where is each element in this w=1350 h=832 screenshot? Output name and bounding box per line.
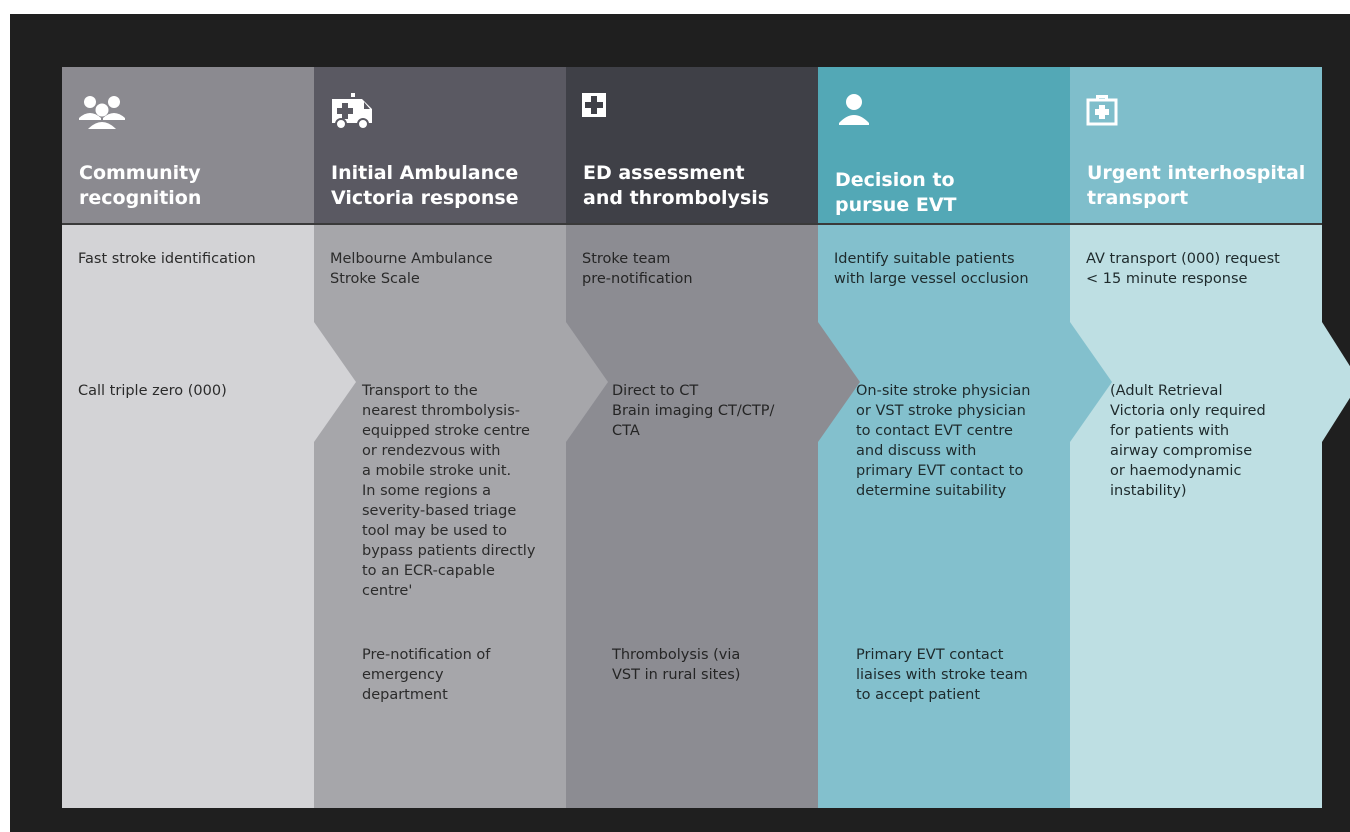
column-header: Initial Ambulance Victoria response — [314, 67, 566, 225]
header-divider — [1070, 223, 1322, 225]
step-detail-text: Direct to CT Brain imaging CT/CTP/ CTA — [612, 383, 775, 439]
stroke-pathway-diagram: Community recognition Fast stroke identi… — [62, 67, 1350, 808]
flow-arrow-2 — [566, 322, 608, 442]
diagram-frame: Community recognition Fast stroke identi… — [10, 14, 1350, 832]
column-title: Community recognition — [79, 162, 202, 209]
column-header: Urgent interhospital transport — [1070, 67, 1322, 225]
flow-arrow-1 — [314, 322, 356, 442]
flow-arrow-5 — [1322, 322, 1350, 442]
column-title: Decision to pursue EVT — [835, 169, 957, 216]
column-ed-assessment: ED assessment and thrombolysis Stroke te… — [566, 67, 818, 808]
community-people-icon — [78, 93, 125, 131]
step-detail-text: On-site stroke physician or VST stroke p… — [856, 383, 1031, 499]
column-title: Initial Ambulance Victoria response — [331, 162, 519, 209]
header-divider — [566, 223, 818, 225]
column-body: Identify suitable patients with large ve… — [818, 225, 1070, 808]
column-header: Community recognition — [62, 67, 314, 225]
step-primary-text: AV transport (000) request < 15 minute r… — [1086, 251, 1280, 287]
column-community-recognition: Community recognition Fast stroke identi… — [62, 67, 314, 808]
step-detail-text: Call triple zero (000) — [78, 383, 227, 399]
column-body: Melbourne Ambulance Stroke Scale Transpo… — [314, 225, 566, 808]
column-decision-evt: Decision to pursue EVT Identify suitable… — [818, 67, 1070, 808]
step-detail-text: (Adult Retrieval Victoria only required … — [1110, 383, 1266, 499]
column-body: AV transport (000) request < 15 minute r… — [1070, 225, 1322, 808]
flow-arrow-4 — [1070, 322, 1112, 442]
flow-arrow-3 — [818, 322, 860, 442]
step-primary-text: Stroke team pre-notification — [582, 251, 693, 287]
column-title: ED assessment and thrombolysis — [583, 162, 770, 209]
column-header: Decision to pursue EVT — [818, 67, 1070, 225]
header-divider — [818, 223, 1070, 225]
step-followup-text: Primary EVT contact liaises with stroke … — [856, 647, 1028, 703]
ambulance-icon — [330, 93, 372, 131]
column-initial-ambulance-response: Initial Ambulance Victoria response Melb… — [314, 67, 566, 808]
step-followup-text: Pre-notification of emergency department — [362, 647, 491, 703]
step-primary-text: Identify suitable patients with large ve… — [834, 251, 1029, 287]
person-icon — [834, 93, 876, 131]
header-divider — [62, 223, 314, 225]
medical-cross-icon — [582, 93, 624, 131]
header-divider — [314, 223, 566, 225]
step-primary-text: Fast stroke identification — [78, 251, 256, 267]
column-title: Urgent interhospital transport — [1087, 162, 1306, 209]
column-body: Stroke team pre-notification Direct to C… — [566, 225, 818, 808]
step-detail-text: Transport to the nearest thrombolysis- e… — [362, 383, 536, 599]
column-urgent-transport: Urgent interhospital transport AV transp… — [1070, 67, 1322, 808]
column-header: ED assessment and thrombolysis — [566, 67, 818, 225]
first-aid-kit-icon — [1086, 93, 1128, 131]
column-body: Fast stroke identification Call triple z… — [62, 225, 314, 808]
step-primary-text: Melbourne Ambulance Stroke Scale — [330, 251, 493, 287]
step-followup-text: Thrombolysis (via VST in rural sites) — [612, 647, 741, 683]
